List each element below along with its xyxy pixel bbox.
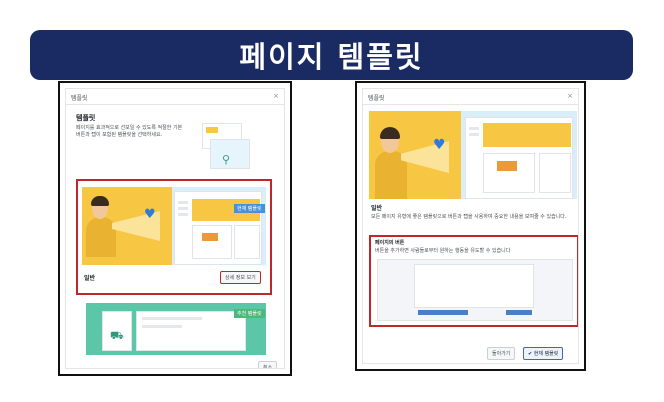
cart-icon: ⛟ xyxy=(110,329,124,342)
details-button[interactable]: 상세 정보 보기 xyxy=(220,271,261,284)
dialog-title: 템플릿 xyxy=(71,95,88,102)
check-icon: ✔ xyxy=(528,351,534,357)
template-picker-screenshot: 템플릿 × 템플릿 페이지를 효과적으로 선보일 수 있도록 적절한 기본 버튼… xyxy=(58,81,292,376)
intro-heading: 템플릿 xyxy=(76,114,96,122)
intro-description: 페이지를 효과적으로 선보일 수 있도록 적절한 기본 버튼과 탭이 포함된 템… xyxy=(76,125,183,138)
bicycle-icon: ⚲ xyxy=(222,153,231,166)
intro-block: 템플릿 페이지를 효과적으로 선보일 수 있도록 적절한 기본 버튼과 탭이 포… xyxy=(76,115,188,139)
template-page-preview xyxy=(172,187,266,265)
dialog-header: 템플릿 × xyxy=(363,89,578,105)
template-name: 일반 xyxy=(371,205,383,212)
page-banner: 페이지 템플릿 xyxy=(30,30,633,80)
template-hero-illustration: ♥ xyxy=(82,187,172,265)
apply-template-label: 현재 템플릿 xyxy=(533,351,559,357)
buttons-description: 버튼을 추가하면 사람들로부터 원하는 행동을 유도할 수 있습니다 xyxy=(375,248,511,254)
close-icon[interactable]: × xyxy=(273,92,279,100)
selected-template-highlight xyxy=(76,179,272,295)
heart-icon: ♥ xyxy=(433,137,446,153)
template-name: 일반 xyxy=(84,275,96,282)
intro-illustration: ⚲ xyxy=(196,119,252,173)
detail-page-preview xyxy=(461,111,577,199)
apply-template-button[interactable]: ✔ 현재 템플릿 xyxy=(523,347,564,360)
detail-hero-illustration: ♥ xyxy=(369,111,461,199)
heart-icon: ♥ xyxy=(144,207,156,222)
next-template-preview[interactable]: ⛟ xyxy=(86,303,266,355)
dialog-header: 템플릿 × xyxy=(66,89,284,105)
current-template-badge: 현재 템플릿 xyxy=(234,204,265,213)
back-button[interactable]: 돌아가기 xyxy=(487,347,516,360)
next-template-badge: 추천 템플릿 xyxy=(234,309,265,318)
cancel-button[interactable]: 취소 xyxy=(258,361,278,368)
buttons-heading: 페이지의 버튼 xyxy=(375,240,405,246)
dialog-title: 템플릿 xyxy=(368,95,385,102)
template-detail-screenshot: 템플릿 × ♥ 일반 모든 페이지 유형에 좋은 템플릿으로 버튼과 탭을 사용… xyxy=(355,81,586,371)
buttons-section-highlight xyxy=(369,235,578,327)
close-icon[interactable]: × xyxy=(567,92,573,100)
template-description: 모든 페이지 유형에 좋은 템플릿으로 버튼과 탭을 사용하여 중요한 내용을 … xyxy=(371,214,567,220)
buttons-preview xyxy=(377,259,573,321)
template-detail-dialog: 템플릿 × ♥ 일반 모든 페이지 유형에 좋은 템플릿으로 버튼과 탭을 사용… xyxy=(362,88,579,364)
banner-title: 페이지 템플릿 xyxy=(239,40,424,74)
template-dialog: 템플릿 × 템플릿 페이지를 효과적으로 선보일 수 있도록 적절한 기본 버튼… xyxy=(65,88,285,369)
